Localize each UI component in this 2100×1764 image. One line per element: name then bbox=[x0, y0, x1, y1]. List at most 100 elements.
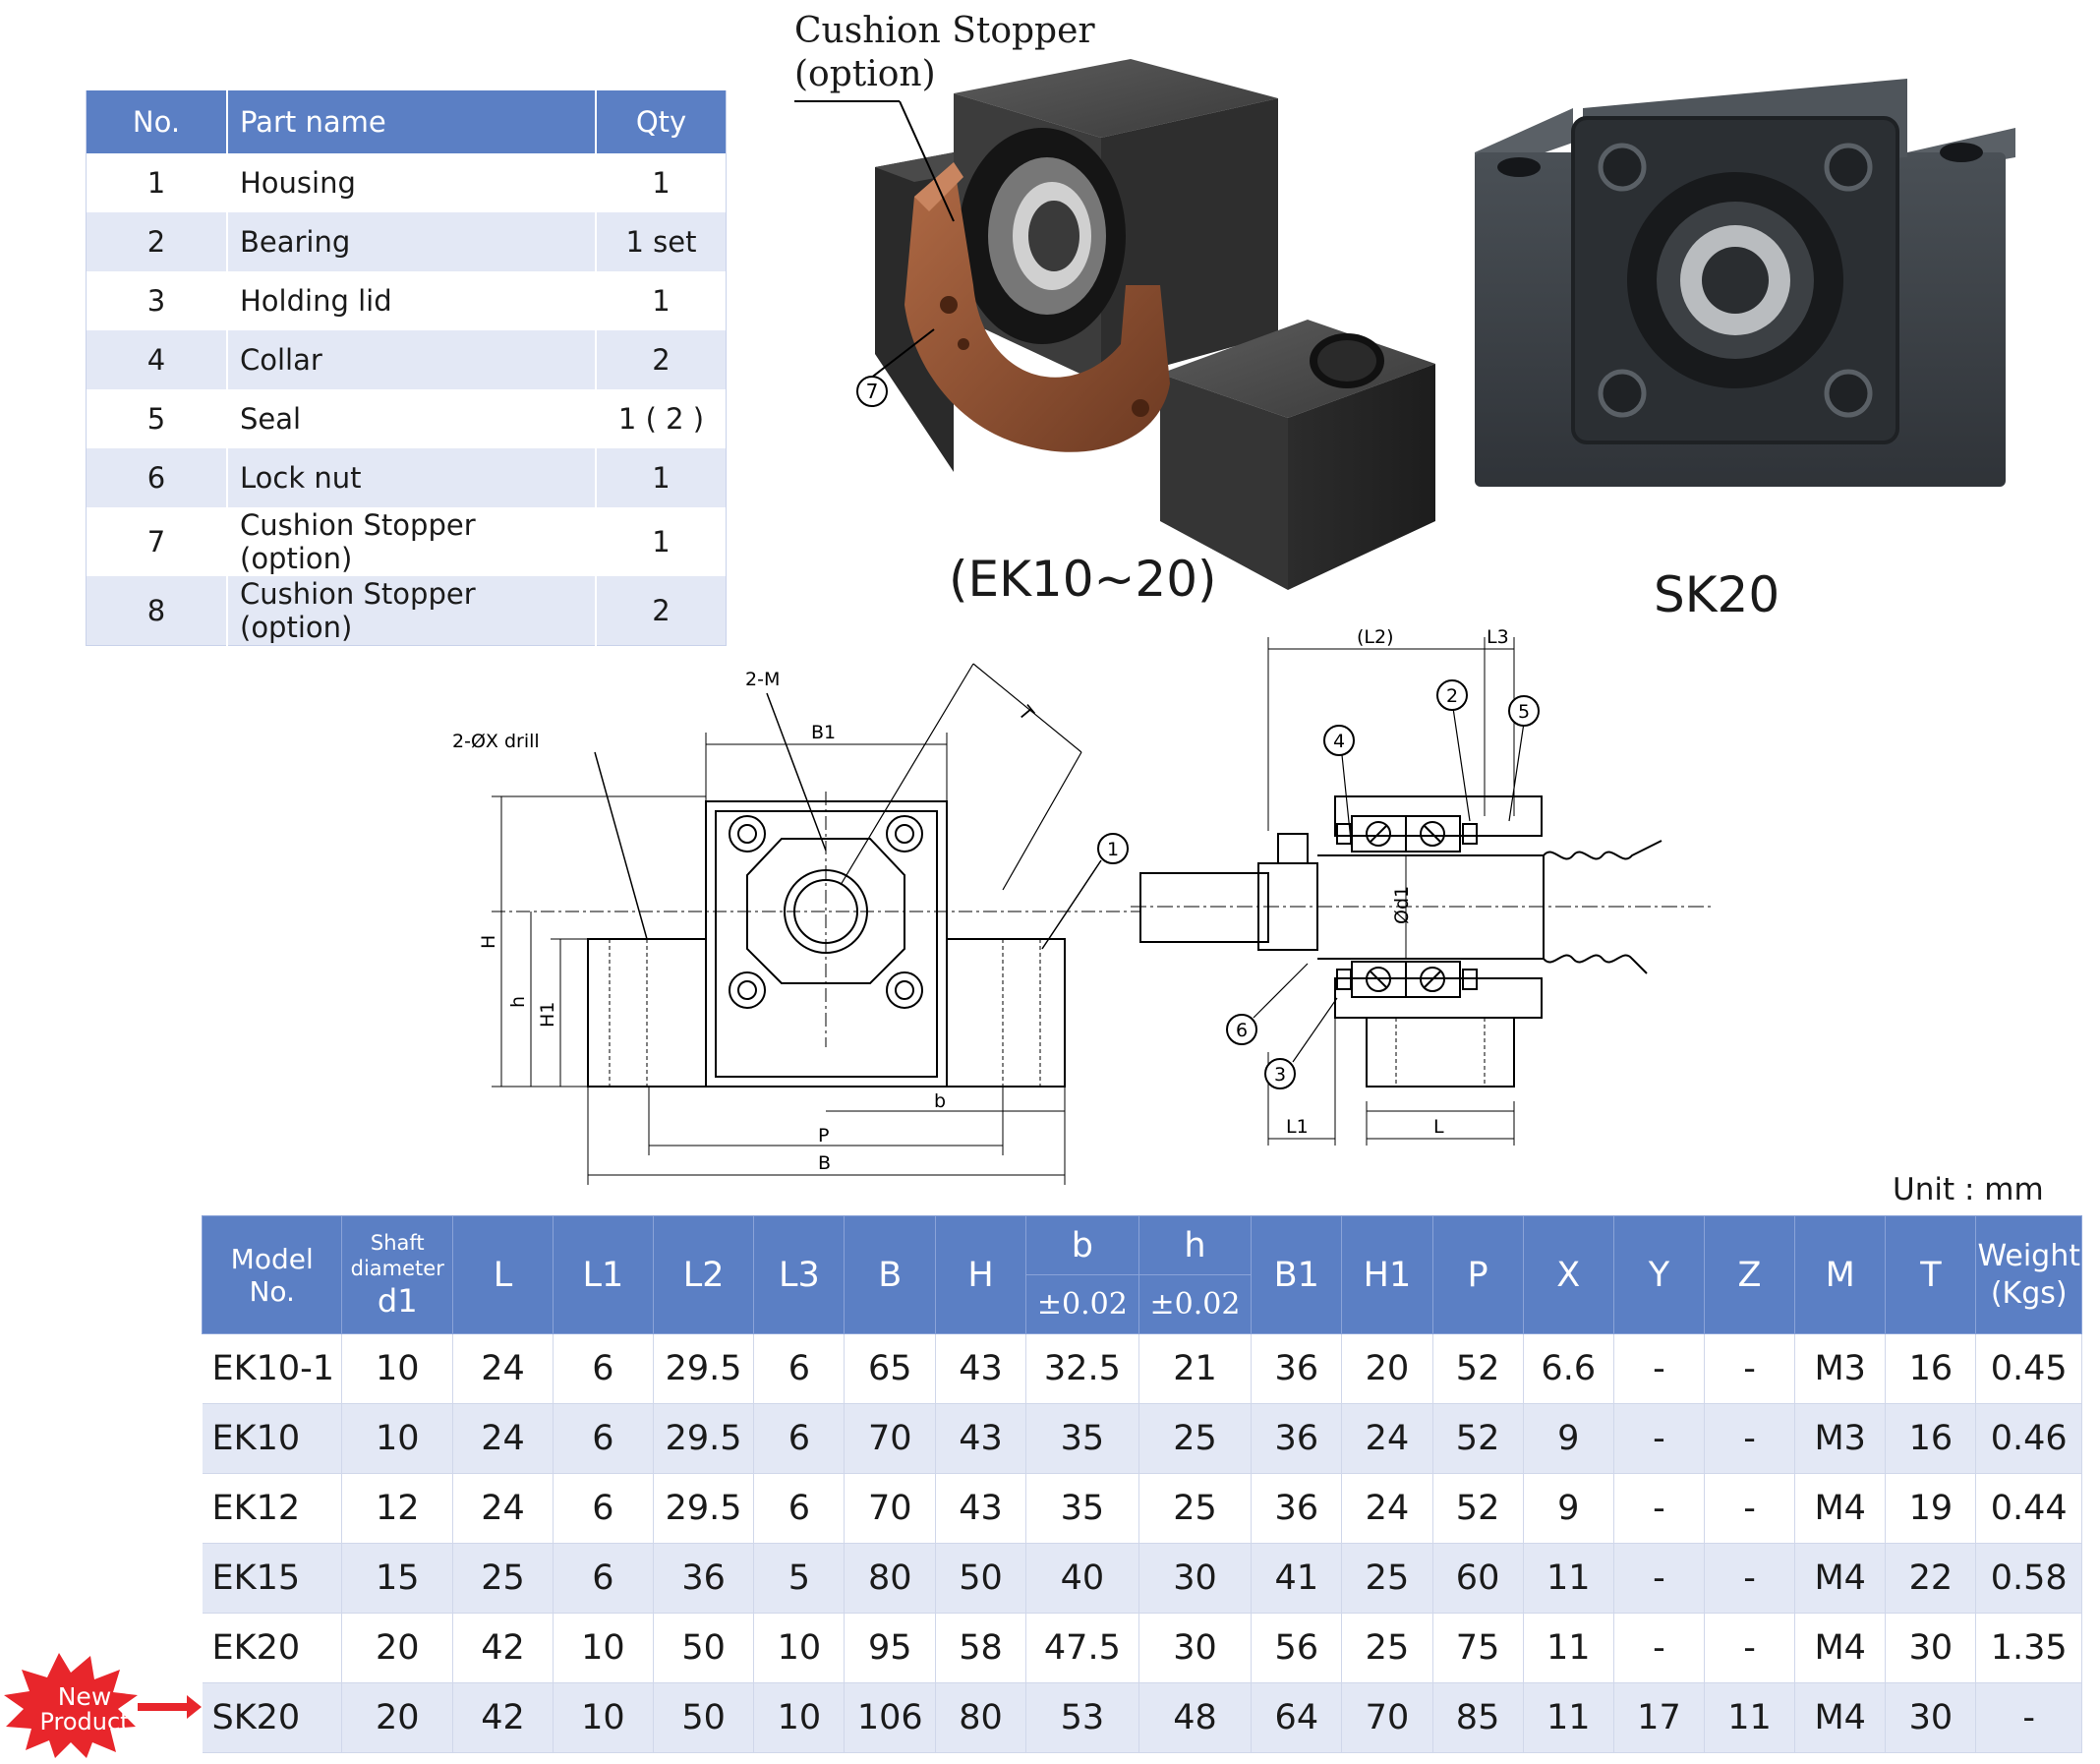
cell-t: 16 bbox=[1885, 1333, 1977, 1404]
cell-h1: 25 bbox=[1341, 1613, 1433, 1683]
part-name: Cushion Stopper (option) bbox=[227, 507, 597, 576]
cell-d1: 12 bbox=[341, 1473, 454, 1544]
cell-m: M3 bbox=[1794, 1333, 1887, 1404]
cell-l1: 6 bbox=[553, 1403, 654, 1474]
cell-t: 16 bbox=[1885, 1403, 1977, 1474]
cell-z: - bbox=[1704, 1403, 1796, 1474]
cell-h-small: 25 bbox=[1138, 1473, 1253, 1544]
cell-weight: - bbox=[1975, 1682, 2082, 1753]
cell-x: 9 bbox=[1523, 1403, 1614, 1474]
cell-weight: 1.35 bbox=[1975, 1613, 2082, 1683]
part-no: 6 bbox=[86, 448, 228, 507]
cell-b: 95 bbox=[844, 1613, 936, 1683]
cell-l3: 10 bbox=[753, 1613, 846, 1683]
label-h-small: h bbox=[507, 996, 529, 1008]
cell-b-small: 40 bbox=[1025, 1543, 1139, 1614]
cell-h-small: 48 bbox=[1138, 1682, 1253, 1753]
label-p: P bbox=[818, 1125, 829, 1147]
cell-l3: 6 bbox=[753, 1333, 846, 1404]
header-b: B bbox=[844, 1215, 936, 1334]
cell-weight: 0.58 bbox=[1975, 1543, 2082, 1614]
cell-y: - bbox=[1613, 1613, 1705, 1683]
cell-h: 80 bbox=[935, 1682, 1027, 1753]
cell-z: - bbox=[1704, 1543, 1796, 1614]
label-d1: Ød1 bbox=[1391, 886, 1413, 924]
header-b-tol: ±0.02 bbox=[1025, 1274, 1139, 1334]
cell-l3: 5 bbox=[753, 1543, 846, 1614]
cell-x: 11 bbox=[1523, 1543, 1614, 1614]
callout-marker: 7 bbox=[866, 380, 879, 403]
cell-t: 30 bbox=[1885, 1682, 1977, 1753]
cell-h1: 25 bbox=[1341, 1543, 1433, 1614]
new-product-badge: New Product bbox=[4, 1653, 202, 1758]
callout-line-2: (option) bbox=[794, 54, 936, 94]
part-qty: 1 bbox=[596, 153, 727, 212]
sk20-caption: SK20 bbox=[1654, 566, 1780, 623]
cell-m: M4 bbox=[1794, 1613, 1887, 1683]
part-no: 2 bbox=[86, 212, 228, 271]
header-b1: B1 bbox=[1251, 1215, 1343, 1334]
cell-t: 22 bbox=[1885, 1543, 1977, 1614]
cell-b1: 41 bbox=[1251, 1543, 1343, 1614]
cell-l: 25 bbox=[452, 1543, 554, 1614]
part-name: Lock nut bbox=[227, 448, 597, 507]
cell-l2: 50 bbox=[653, 1613, 755, 1683]
badge-starburst bbox=[4, 1653, 138, 1758]
cell-l1: 10 bbox=[553, 1682, 654, 1753]
cell-h1: 70 bbox=[1341, 1682, 1433, 1753]
cell-l2: 29.5 bbox=[653, 1403, 755, 1474]
cell-b: 70 bbox=[844, 1403, 936, 1474]
cell-l3: 10 bbox=[753, 1682, 846, 1753]
cell-d1: 20 bbox=[341, 1613, 454, 1683]
header-h1: H1 bbox=[1341, 1215, 1433, 1334]
cell-weight: 0.44 bbox=[1975, 1473, 2082, 1544]
cell-l: 24 bbox=[452, 1403, 554, 1474]
label-h: H bbox=[478, 935, 499, 949]
cell-x: 6.6 bbox=[1523, 1333, 1614, 1404]
cell-t: 19 bbox=[1885, 1473, 1977, 1544]
label-l1: L1 bbox=[1286, 1116, 1309, 1138]
label-drill: 2-ØX drill bbox=[452, 731, 540, 752]
marker-4: 4 bbox=[1333, 731, 1345, 752]
badge-line-2: Product bbox=[39, 1708, 129, 1735]
parts-header-row: No. Part name Qty bbox=[86, 90, 727, 153]
cell-model: EK15 bbox=[202, 1543, 343, 1614]
header-l1: L1 bbox=[552, 1215, 654, 1334]
spec-header-row-2: ±0.02 ±0.02 bbox=[203, 1274, 2082, 1334]
part-qty: 1 bbox=[596, 271, 727, 330]
label-t: T bbox=[1014, 701, 1038, 725]
header-b-small: b bbox=[1025, 1215, 1139, 1275]
cell-b-small: 47.5 bbox=[1025, 1613, 1139, 1683]
part-no: 4 bbox=[86, 330, 228, 389]
cell-l1: 10 bbox=[553, 1613, 654, 1683]
cell-x: 9 bbox=[1523, 1473, 1614, 1544]
cell-h: 50 bbox=[935, 1543, 1027, 1614]
header-l: L bbox=[452, 1215, 554, 1334]
cell-h-small: 30 bbox=[1138, 1543, 1253, 1614]
header-t: T bbox=[1885, 1215, 1977, 1334]
label-2m: 2-M bbox=[745, 669, 780, 690]
cell-b-small: 32.5 bbox=[1025, 1333, 1139, 1404]
ek-support-unit-image bbox=[875, 59, 1435, 590]
cell-l: 42 bbox=[452, 1682, 554, 1753]
cell-p: 75 bbox=[1432, 1613, 1524, 1683]
badge-line-1: New bbox=[58, 1682, 112, 1711]
cell-z: - bbox=[1704, 1473, 1796, 1544]
cell-y: - bbox=[1613, 1473, 1705, 1544]
part-name: Housing bbox=[227, 153, 597, 212]
label-b1: B1 bbox=[811, 722, 836, 743]
header-qty: Qty bbox=[596, 90, 727, 153]
header-m: M bbox=[1794, 1215, 1887, 1334]
cell-p: 52 bbox=[1432, 1403, 1524, 1474]
part-no: 3 bbox=[86, 271, 228, 330]
label-l2: (L2) bbox=[1357, 626, 1394, 648]
